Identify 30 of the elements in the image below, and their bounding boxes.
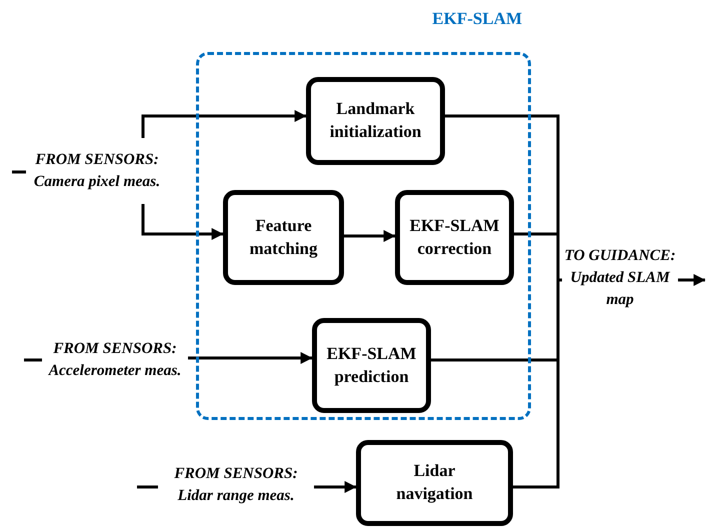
signal-label: Camera pixel meas. (34, 172, 160, 192)
arrow (314, 481, 357, 493)
connector-line (513, 278, 562, 488)
arrow (678, 274, 706, 286)
signal-label: Accelerometer meas. (48, 361, 182, 381)
signal-label: Lidar range meas. (178, 486, 294, 506)
signal-heading: FROM SENSORS: (53, 339, 177, 360)
arrow (142, 110, 307, 138)
box-label: EKF-SLAM correction (408, 214, 500, 260)
box-label: Landmark initialization (328, 98, 422, 143)
connector-line (137, 486, 158, 488)
connector-line (514, 232, 562, 282)
signal-heading: FROM SENSORS: (174, 464, 298, 484)
signal-heading: TO GUIDANCE: (564, 246, 676, 266)
process-box (356, 440, 513, 526)
box-label: EKF-SLAM prediction (326, 342, 418, 388)
box-label: Lidar navigation (395, 460, 474, 505)
box-label: Feature matching (248, 214, 318, 260)
process-box (306, 77, 445, 165)
connector-line (12, 170, 26, 174)
arrow (344, 230, 396, 242)
signal-label: Updated SLAM map (569, 268, 672, 310)
arrow (142, 204, 224, 240)
arrow (188, 352, 313, 364)
process-box (223, 190, 344, 285)
group-title: EKF-SLAM (432, 9, 522, 29)
connector-line (24, 358, 42, 362)
signal-heading: FROM SENSORS: (35, 150, 159, 170)
process-box (395, 190, 514, 285)
process-box (312, 318, 431, 413)
